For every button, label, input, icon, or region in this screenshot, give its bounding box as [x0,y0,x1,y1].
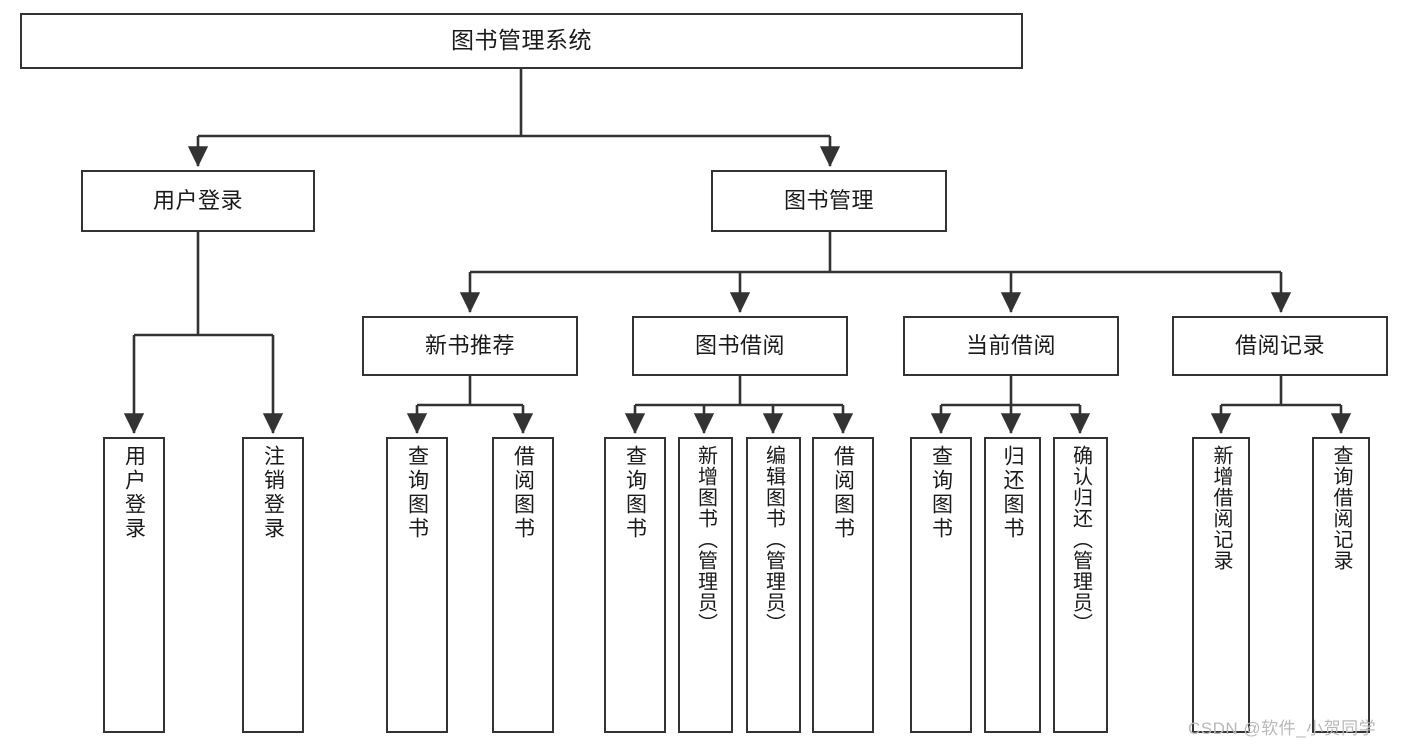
leaf-book-borrow-edit[interactable]: 编辑图书（管理员） [746,437,801,733]
node-new-book-recommend[interactable]: 新书推荐 [362,316,578,376]
leaf-book-borrow-borrow[interactable]: 借阅图书 [812,437,874,733]
leaf-current-borrow-confirm-return[interactable]: 确认归还（管理员） [1053,437,1108,733]
leaf-label: 归还图书 [1001,445,1024,541]
leaf-label: 新增图书（管理员） [694,445,717,634]
leaf-label: 查询借阅记录 [1330,445,1352,571]
leaf-borrow-record-add[interactable]: 新增借阅记录 [1192,437,1250,733]
node-book-borrow[interactable]: 图书借阅 [632,316,848,376]
leaf-label: 借阅图书 [831,445,855,541]
leaf-label: 查询图书 [405,445,429,541]
leaf-user-login-logout[interactable]: 注销登录 [242,437,304,733]
node-label: 用户登录 [152,188,243,214]
leaf-current-borrow-query[interactable]: 查询图书 [910,437,972,733]
node-user-login[interactable]: 用户登录 [81,170,315,232]
leaf-new-book-borrow[interactable]: 借阅图书 [492,437,554,733]
watermark-text: CSDN @软件_小贺同学 [1188,719,1377,738]
node-label: 图书管理系统 [451,27,592,54]
leaf-label: 查询图书 [929,445,953,541]
leaf-current-borrow-return[interactable]: 归还图书 [984,437,1041,733]
leaf-book-borrow-query[interactable]: 查询图书 [604,437,666,733]
leaf-label: 用户登录 [122,445,146,541]
leaf-book-borrow-add[interactable]: 新增图书（管理员） [678,437,733,733]
leaf-label: 新增借阅记录 [1210,445,1232,571]
node-label: 新书推荐 [424,333,515,359]
leaf-new-book-query[interactable]: 查询图书 [386,437,448,733]
leaf-user-login-login[interactable]: 用户登录 [103,437,165,733]
node-root-system[interactable]: 图书管理系统 [20,13,1023,69]
leaf-label: 查询图书 [623,445,647,541]
node-current-borrow[interactable]: 当前借阅 [903,316,1119,376]
leaf-borrow-record-query[interactable]: 查询借阅记录 [1312,437,1370,733]
node-book-manage[interactable]: 图书管理 [711,170,947,232]
node-label: 图书管理 [783,188,874,214]
leaf-label: 确认归还（管理员） [1069,445,1092,634]
leaf-label: 借阅图书 [511,445,535,541]
node-borrow-record[interactable]: 借阅记录 [1172,316,1388,376]
node-label: 当前借阅 [965,333,1056,359]
node-label: 借阅记录 [1234,333,1325,359]
leaf-label: 编辑图书（管理员） [762,445,785,634]
leaf-label: 注销登录 [261,445,285,541]
node-label: 图书借阅 [694,333,785,359]
